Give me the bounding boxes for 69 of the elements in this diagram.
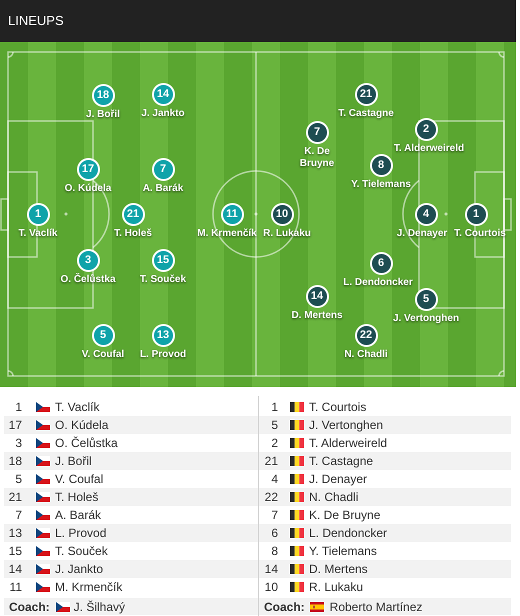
player-name: V. Coufal	[82, 349, 124, 361]
player-name: T. Holeš	[55, 489, 98, 506]
shirt-number: 21	[8, 489, 22, 506]
shirt-number: 2	[270, 435, 278, 452]
player-name: J. Vertonghen	[392, 313, 460, 325]
player-name: T. Vaclík	[18, 228, 58, 240]
shirt-number: 11	[8, 579, 22, 596]
player-name: T. Castagne	[338, 108, 394, 120]
player-name: Y. Tielemans	[309, 543, 377, 560]
coach-label: Coach:	[264, 598, 305, 616]
shirt-number: 21	[264, 453, 278, 470]
shirt-number: 17	[8, 417, 22, 434]
shirt-number: 14	[8, 561, 22, 578]
player-name: J. Denayer	[396, 228, 448, 240]
player-name: L. Dendoncker	[309, 525, 388, 542]
player-name: T. Alderweireld	[309, 435, 388, 452]
player-name: J. Jankto	[55, 561, 104, 578]
shirt-number: 7	[14, 507, 22, 524]
player-name: Y. Tielemans	[351, 179, 411, 191]
shirt-number: 18	[8, 453, 22, 470]
player-name: N. Chadli	[344, 349, 388, 361]
coach-label: Coach:	[9, 598, 50, 616]
player-name: N. Chadli	[309, 489, 358, 506]
coach-name: Roberto Martínez	[330, 598, 422, 616]
player-name: R. Lukaku	[309, 579, 364, 596]
player-name: K. De Bruyne	[298, 146, 336, 170]
player-name: J. Vertonghen	[309, 417, 384, 434]
shirt-number: 8	[270, 543, 278, 560]
player-name: T. Vaclík	[55, 399, 100, 416]
shirt-number: 14	[264, 561, 278, 578]
player-name: T. Souček	[140, 274, 186, 286]
player-name: V. Coufal	[55, 471, 104, 488]
player-name: M. Krmenčík	[55, 579, 122, 596]
coach-name: J. Šilhavý	[74, 598, 126, 616]
shirt-number: 6	[270, 525, 278, 542]
player-name: J. Bořil	[86, 109, 120, 121]
player-name: T. Courtois	[309, 399, 366, 416]
player-name: T. Souček	[55, 543, 108, 560]
player-name: L. Provod	[55, 525, 106, 542]
shirt-number: 5	[270, 417, 278, 434]
player-name: R. Lukaku	[263, 228, 311, 240]
player-name: O. Čelůstka	[60, 274, 116, 286]
player-name: D. Mertens	[291, 310, 343, 322]
player-name: J. Bořil	[55, 453, 92, 470]
player-name: A. Barák	[55, 507, 102, 524]
shirt-number: 13	[8, 525, 22, 542]
shirt-number: 4	[270, 471, 278, 488]
shirt-number: 3	[14, 435, 22, 452]
player-name: O. Kúdela	[55, 417, 108, 434]
player-name: J. Denayer	[309, 471, 368, 488]
player-name: O. Čelůstka	[55, 435, 118, 452]
player-name: T. Holeš	[114, 228, 152, 240]
shirt-number: 5	[14, 471, 22, 488]
shirt-number: 15	[8, 543, 22, 560]
player-name: K. De Bruyne	[309, 507, 380, 524]
player-name: J. Jankto	[141, 108, 185, 120]
player-name: T. Alderweireld	[394, 143, 464, 155]
shirt-number: 1	[14, 399, 22, 416]
shirt-number: 1	[270, 399, 278, 416]
shirt-number: 10	[264, 579, 278, 596]
section-title: LINEUPS	[8, 12, 64, 30]
player-name: T. Castagne	[309, 453, 374, 470]
player-name: L. Provod	[140, 349, 186, 361]
shirt-number: 22	[264, 489, 278, 506]
player-name: O. Kúdela	[64, 183, 112, 195]
player-name: A. Barák	[142, 183, 184, 195]
player-name: L. Dendoncker	[343, 277, 413, 289]
shirt-number: 7	[270, 507, 278, 524]
player-name: D. Mertens	[309, 561, 368, 578]
